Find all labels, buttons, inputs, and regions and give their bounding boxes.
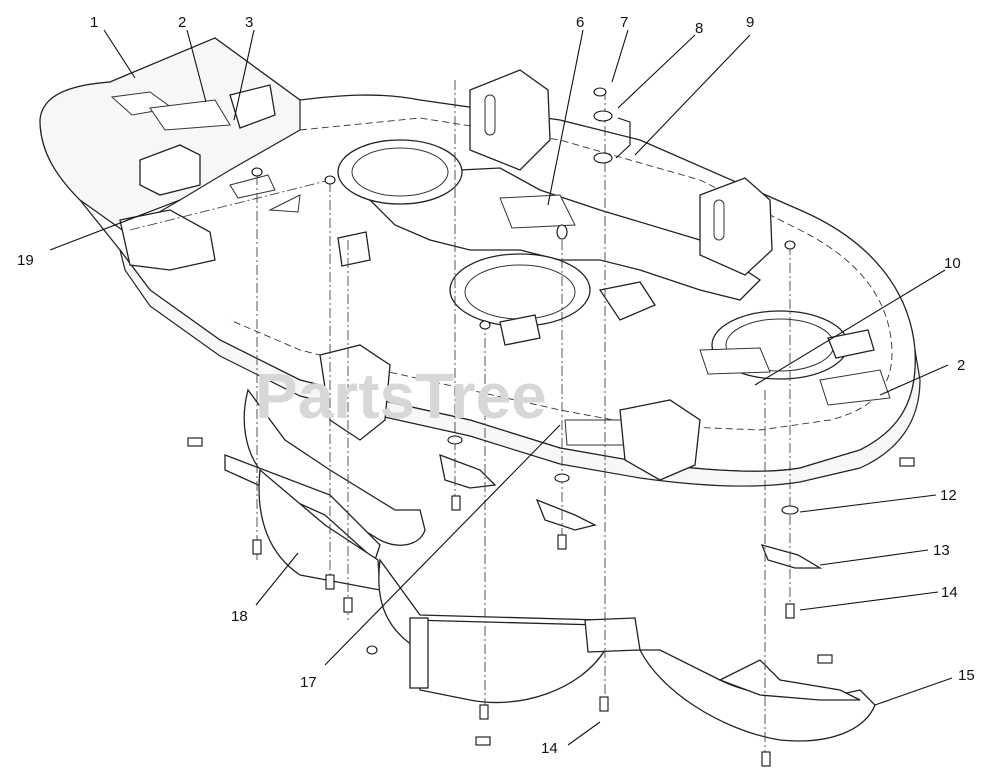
lower-brackets (439, 453, 823, 569)
callout-8: 8 (695, 20, 703, 37)
callout-1: 1 (90, 14, 98, 31)
baffle-right (638, 649, 876, 742)
callout-6: 6 (576, 14, 584, 31)
callout-19: 19 (17, 252, 34, 269)
callout-9: 9 (746, 14, 754, 31)
leader-lines (49, 29, 953, 746)
callout-12: 12 (940, 487, 957, 504)
callout-3: 3 (245, 14, 253, 31)
hardware-bolts (187, 87, 915, 767)
baffle-center (378, 558, 641, 704)
callout-labels: 1 2 3 6 7 8 9 19 10 2 12 13 14 15 14 17 … (17, 14, 975, 757)
callout-7: 7 (620, 14, 628, 31)
callout-2b: 2 (957, 357, 965, 374)
callout-10: 10 (944, 255, 961, 272)
callout-13: 13 (933, 542, 950, 559)
callout-15: 15 (958, 667, 975, 684)
decals (110, 91, 891, 446)
callout-14: 14 (941, 584, 958, 601)
callout-14b: 14 (541, 740, 558, 757)
watermark: PartsTree (255, 360, 547, 432)
callout-18: 18 (231, 608, 248, 625)
assembly-lines (129, 80, 791, 760)
callout-2: 2 (178, 14, 186, 31)
mower-deck-housing (39, 37, 921, 487)
callout-17: 17 (300, 674, 317, 691)
deck-brackets (119, 69, 875, 481)
